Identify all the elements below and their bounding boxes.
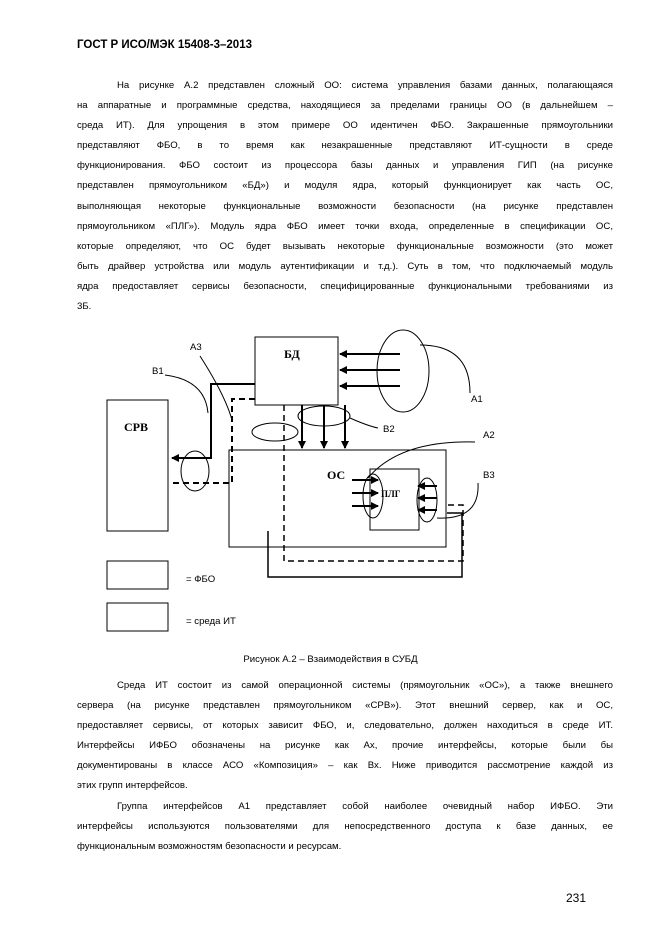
plg-box [369,468,420,531]
text-line: Среда ИТ состоит из самой операционной с… [117,680,613,691]
text-line: представлен прямоугольником «БД») и моду… [77,180,613,192]
srv-label: СРВ [124,420,148,434]
legend-env-label: = среда ИТ [186,616,236,627]
paragraph-environment: Среда ИТ состоит из самой операционной с… [77,676,613,797]
paragraph-intro: На рисунке А.2 представлен сложный ОО: с… [77,76,613,317]
bd-srv-solid-link [171,383,255,462]
text-line: документированы в классе АСО «Композиция… [77,760,613,772]
plg-left-ellipse [362,473,384,519]
a2-label: А2 [483,430,495,441]
text-line: ядра предоставляет сервисы безопасности,… [77,280,613,292]
text-line: Группа интерфейсов А1 представляет собой… [117,801,613,812]
text-line: интерфейсы используются пользователями д… [77,821,613,833]
document-header: ГОСТ Р ИСО/МЭК 15408-3–2013 [77,39,252,51]
text-line: 3Б. [77,301,92,313]
bd-srv-dashed-link [170,398,255,484]
plg-right-ellipse [416,477,438,523]
text-line: предоставляет сервисы, от которых зависи… [77,720,613,732]
b2-ellipse [297,405,351,427]
b1-leader [164,374,209,414]
b1-label: В1 [152,366,164,377]
bd-box [254,336,339,406]
text-line: среда ИТ). Для упрощения в этом примере … [77,120,613,132]
b3-label: В3 [483,470,495,481]
plg-dashed-link [283,405,464,562]
text-line: которые определяют, что ОС будет вызыват… [77,240,613,252]
text-line: представляют ФБО, в то время как незакра… [77,140,613,152]
os-label: ОС [327,468,345,482]
a2-leader [367,441,476,479]
legend-env-swatch [106,602,169,632]
b3-leader [436,482,479,519]
page-number: 231 [566,891,587,905]
legend-fbo-swatch [106,560,169,590]
b2-label: В2 [383,424,395,435]
text-line: функциональным возможностям безопасности… [77,841,342,853]
text-line: функционирования. ФБО состоит из процесс… [77,160,613,172]
plg-label: ПЛГ [381,489,401,499]
srv-box [106,399,169,532]
paragraph-a1-group: Группа интерфейсов А1 представляет собой… [77,797,613,857]
text-line: быть драйвер устройства или модуль аутен… [77,260,613,272]
text-line: На рисунке А.2 представлен сложный ОО: с… [117,80,613,91]
text-line: Интерфейсы ИФБО обозначены на рисунке ка… [77,740,613,752]
a3-label: А3 [190,342,202,353]
legend-fbo-label: = ФБО [186,574,215,585]
a3-leader [199,355,233,421]
text-line: сервера (на рисунке представлен прямоуго… [77,700,613,712]
text-line: выполняющая некоторые функциональные воз… [77,200,613,212]
b1-ellipse [180,450,210,492]
text-line: прямоугольником «ПЛГ»). Модуль ядра ФБО … [77,220,613,232]
os-plg-solid-link [267,512,463,578]
figure-caption: Рисунок А.2 – Взаимодействия в СУБД [243,654,418,665]
a1-ellipse [376,329,430,413]
a1-leader [419,344,471,394]
a1-label: А1 [471,394,483,405]
os-interface-ellipse [251,422,299,442]
b2-leader [349,417,379,429]
bd-label: БД [284,347,300,361]
text-line: этих групп интерфейсов. [77,780,188,792]
text-line: на аппаратные и программные средства, на… [77,100,613,112]
